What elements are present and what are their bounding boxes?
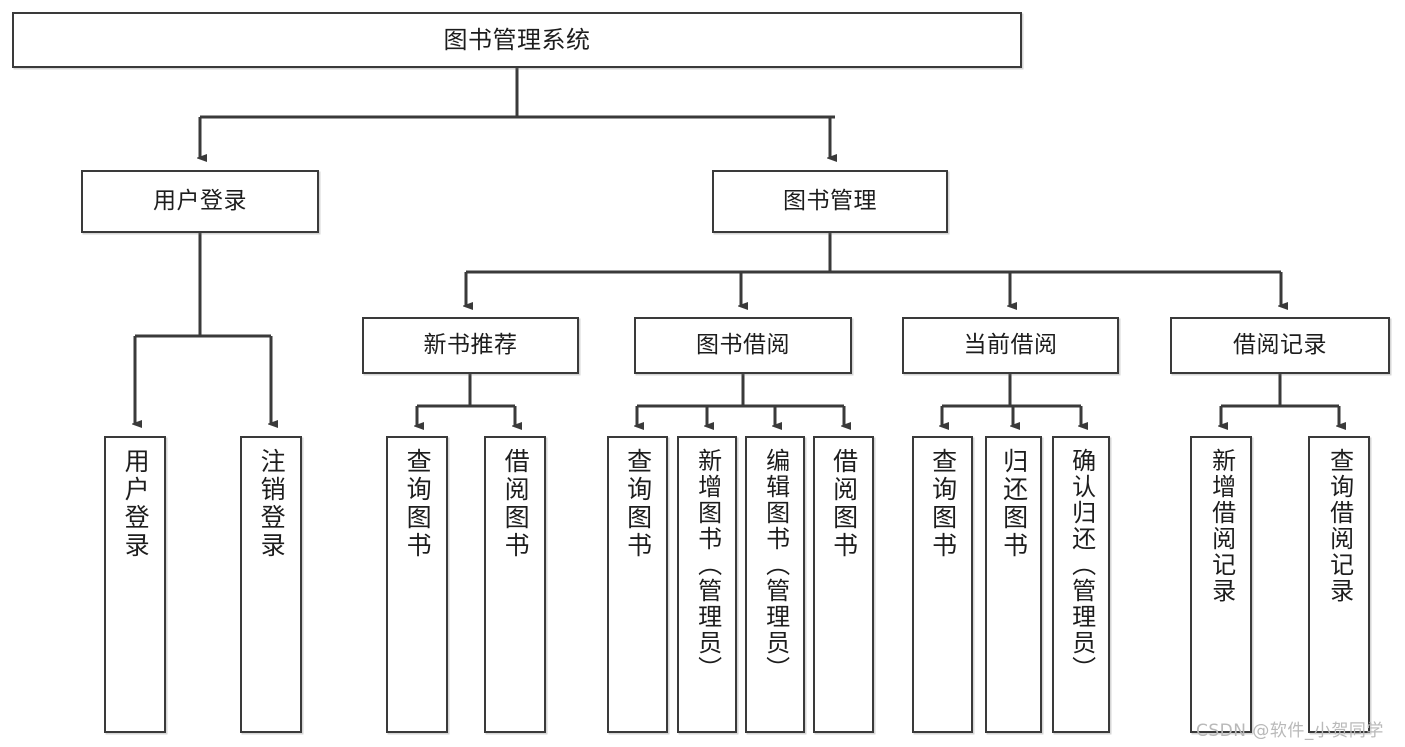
csdn-watermark: CSDN @软件_小贺同学: [1196, 721, 1384, 741]
leaf-edit-book-admin[interactable]: 编辑图书（管理员）: [745, 436, 805, 733]
node-label: 新增借阅记录: [1207, 448, 1236, 604]
node-label: 查询图书: [928, 448, 958, 560]
node-label: 注销登录: [257, 448, 287, 560]
leaf-add-borrow-record[interactable]: 新增借阅记录: [1190, 436, 1252, 733]
node-label: 查询借阅记录: [1325, 448, 1354, 604]
node-label: 确认归还（管理员）: [1067, 448, 1096, 682]
node-label: 查询图书: [403, 448, 433, 560]
node-label: 新增图书（管理员）: [693, 448, 722, 682]
leaf-borrow-book-new[interactable]: 借阅图书: [484, 436, 546, 733]
node-label: 用户登录: [153, 187, 247, 214]
node-label: 图书管理: [783, 187, 877, 214]
node-borrow-record[interactable]: 借阅记录: [1170, 317, 1390, 374]
node-label: 图书管理系统: [443, 25, 591, 54]
node-label: 用户登录: [121, 448, 151, 560]
node-label: 借阅图书: [501, 448, 531, 560]
leaf-logout[interactable]: 注销登录: [240, 436, 302, 733]
leaf-query-borrow-record[interactable]: 查询借阅记录: [1308, 436, 1370, 733]
node-label: 归还图书: [999, 448, 1029, 560]
node-label: 借阅记录: [1233, 331, 1327, 358]
node-label: 编辑图书（管理员）: [761, 448, 790, 682]
node-root[interactable]: 图书管理系统: [12, 12, 1022, 68]
node-book-borrow[interactable]: 图书借阅: [634, 317, 852, 374]
node-label: 借阅图书: [829, 448, 859, 560]
leaf-query-book-current[interactable]: 查询图书: [912, 436, 973, 733]
leaf-borrow-book[interactable]: 借阅图书: [813, 436, 874, 733]
leaf-query-book-new[interactable]: 查询图书: [386, 436, 448, 733]
node-label: 图书借阅: [696, 331, 790, 358]
leaf-return-book[interactable]: 归还图书: [985, 436, 1042, 733]
node-label: 当前借阅: [963, 331, 1058, 358]
leaf-query-book-borrow[interactable]: 查询图书: [607, 436, 668, 733]
node-user-login[interactable]: 用户登录: [81, 170, 319, 233]
node-book-management[interactable]: 图书管理: [712, 170, 948, 233]
leaf-user-login[interactable]: 用户登录: [104, 436, 166, 733]
node-label: 查询图书: [623, 448, 653, 560]
node-label: 新书推荐: [423, 331, 518, 358]
leaf-add-book-admin[interactable]: 新增图书（管理员）: [677, 436, 737, 733]
leaf-confirm-return-admin[interactable]: 确认归还（管理员）: [1052, 436, 1110, 733]
node-new-book-recommend[interactable]: 新书推荐: [362, 317, 579, 374]
node-current-borrow[interactable]: 当前借阅: [902, 317, 1119, 374]
